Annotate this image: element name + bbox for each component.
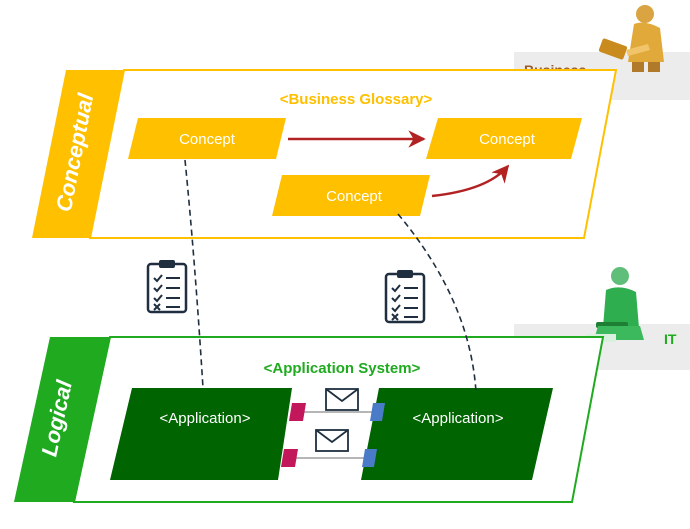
mapping-line-2 xyxy=(397,213,477,393)
application-label-1: <Application> xyxy=(160,410,251,427)
output-port-1 xyxy=(289,403,306,421)
input-port-1 xyxy=(370,403,385,421)
mapping-line-1 xyxy=(184,159,204,389)
application-node-2[interactable]: <Application> xyxy=(361,388,553,480)
conceptual-layer: Conceptual <Business Glossary> Concept C… xyxy=(32,69,618,239)
conceptual-layer-frame xyxy=(88,69,618,239)
concept-node-3[interactable]: Concept xyxy=(272,175,430,216)
conceptual-layer-band xyxy=(32,70,124,238)
concept-label-3: Concept xyxy=(326,188,383,205)
checklist-icon xyxy=(384,270,426,324)
checklist-icon xyxy=(146,260,188,314)
concept-node-1[interactable]: Concept xyxy=(128,118,286,159)
application-label-2: <Application> xyxy=(413,410,504,427)
application-node-1[interactable]: <Application> xyxy=(110,388,292,480)
envelope-icon xyxy=(315,429,349,452)
envelope-icon xyxy=(325,388,359,411)
logical-layer: Logical <Application System> <Applicatio… xyxy=(14,336,605,503)
it-role-label: IT xyxy=(664,331,677,347)
concept-label-1: Concept xyxy=(179,131,236,148)
input-port-2 xyxy=(362,449,377,467)
it-person-icon xyxy=(586,267,644,342)
business-person-icon xyxy=(598,5,664,72)
concept-node-2[interactable]: Concept xyxy=(426,118,582,159)
logical-layer-band xyxy=(14,337,110,502)
application-system-title: <Application System> xyxy=(264,360,421,377)
concept-relation-arrow-2 xyxy=(431,164,510,198)
output-port-2 xyxy=(281,449,298,467)
business-glossary-title: <Business Glossary> xyxy=(280,91,433,108)
concept-label-2: Concept xyxy=(479,131,536,148)
